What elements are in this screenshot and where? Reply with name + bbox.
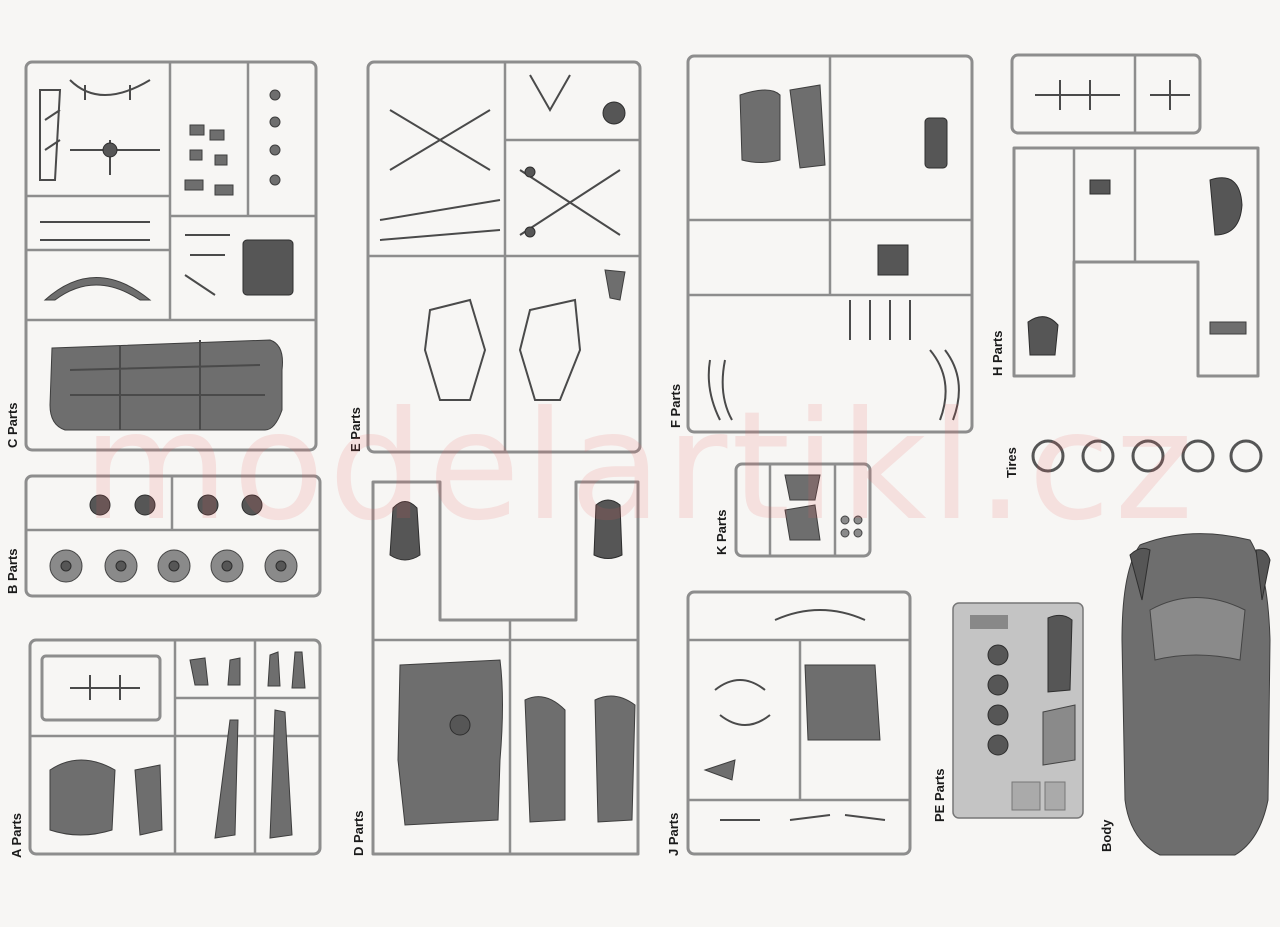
pe-parts-label: PE Parts xyxy=(932,769,947,822)
tires xyxy=(1031,439,1263,473)
h-parts-label: H Parts xyxy=(990,330,1005,376)
car-body xyxy=(1121,533,1271,856)
f-parts-label: F Parts xyxy=(668,384,683,428)
f-parts-sprue xyxy=(686,54,974,434)
a-parts-sprue xyxy=(28,638,322,856)
d-parts-sprue xyxy=(371,480,640,856)
c-parts-sprue xyxy=(24,60,318,452)
wheel-rims xyxy=(49,549,298,583)
tires-label: Tires xyxy=(1004,447,1019,478)
a-parts-label: A Parts xyxy=(9,813,24,858)
pe-fret xyxy=(952,602,1084,819)
e-parts-label: E Parts xyxy=(348,407,363,452)
e-parts-sprue xyxy=(366,60,642,454)
j-parts-sprue xyxy=(686,590,912,856)
j-parts-label: J Parts xyxy=(666,813,681,856)
h-parts-sprue xyxy=(1010,53,1260,378)
b-parts-label: B Parts xyxy=(5,548,20,594)
k-parts-label: K Parts xyxy=(714,509,729,555)
c-parts-label: C Parts xyxy=(5,402,20,448)
body-label: Body xyxy=(1099,819,1114,852)
k-parts-sprue xyxy=(734,462,872,558)
d-parts-label: D Parts xyxy=(351,810,366,856)
b-parts-sprue xyxy=(24,474,322,598)
